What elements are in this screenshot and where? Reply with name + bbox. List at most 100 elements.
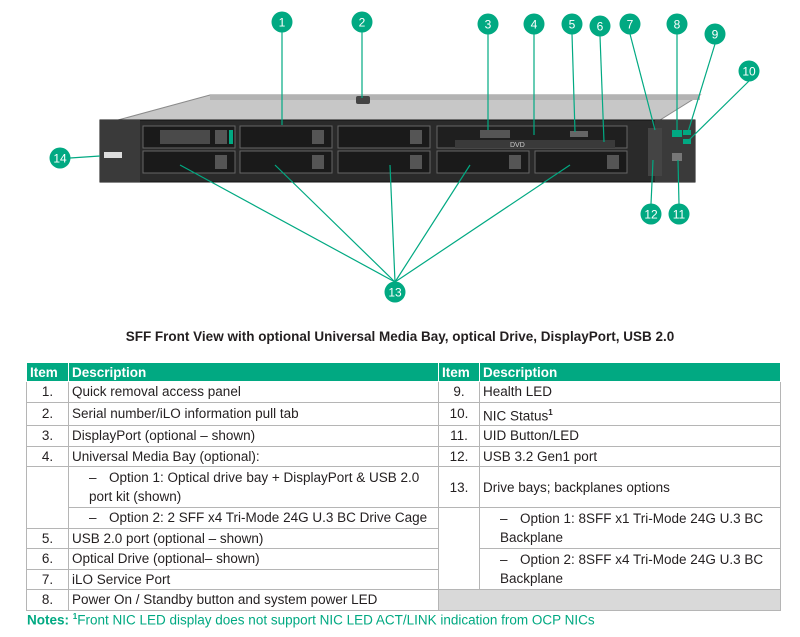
callout-6: 6 [589, 15, 611, 37]
table-row: 1.Quick removal access panel 9.Health LED [26, 381, 781, 403]
item-number [26, 466, 69, 529]
bullet-dash: – [500, 511, 508, 526]
callout-leaders [69, 32, 750, 283]
table-header-row: Item Description Item Description [26, 362, 781, 382]
callout-label: 6 [597, 20, 604, 34]
leader-line-7 [629, 33, 656, 131]
table-row: 8.Power On / Standby button and system p… [26, 589, 781, 611]
power-led [672, 130, 682, 137]
service-port-panel [648, 128, 662, 176]
chassis-lid-edge [210, 95, 700, 100]
description-cell: DisplayPort (optional – shown) [68, 425, 439, 447]
callout-label: 11 [673, 208, 686, 222]
description-cell: –Option 2: 2 SFF x4 Tri-Mode 24G U.3 BC … [68, 507, 439, 529]
description-text: DisplayPort (optional – shown) [72, 428, 256, 444]
item-number: 9. [438, 381, 480, 403]
header-description: Description [479, 362, 781, 382]
notes-superscript: 1 [72, 612, 78, 621]
description-text: Option 1: Optical drive bay + DisplayPor… [89, 470, 420, 504]
description-text: Universal Media Bay (optional): [72, 448, 260, 464]
dvd-label: DVD [510, 142, 525, 149]
callout-3: 3 [477, 13, 499, 35]
leader-line-13 [179, 164, 396, 283]
description-text: Option 1: 8SFF x1 Tri-Mode 24G U.3 BC Ba… [500, 511, 764, 545]
description-text: Quick removal access panel [72, 384, 241, 400]
description-cell: Universal Media Bay (optional): [68, 445, 439, 467]
description-text: UID Button/LED [483, 428, 580, 444]
callout-label: 9 [712, 28, 719, 42]
leader-line-14 [69, 155, 101, 159]
notes-label: Notes: [27, 612, 70, 628]
description-cell: –Option 1: 8SFF x1 Tri-Mode 24G U.3 BC B… [479, 507, 781, 549]
header-item: Item [438, 362, 480, 382]
description-cell: Quick removal access panel [68, 381, 439, 403]
pull-tab [356, 96, 370, 104]
table-row: 3.DisplayPort (optional – shown) 11.UID B… [26, 425, 781, 447]
displayport [480, 130, 510, 138]
callout-12: 12 [640, 203, 662, 225]
leader-line-13 [274, 164, 396, 283]
callout-label: 1 [279, 16, 286, 30]
leader-line-12 [650, 159, 654, 205]
description-cell: Drive bays; backplanes options [479, 466, 781, 508]
description-cell: USB 2.0 port (optional – shown) [68, 527, 439, 549]
description-text: Drive bays; backplanes options [483, 479, 670, 495]
callout-7: 7 [619, 13, 641, 35]
description-cell: UID Button/LED [479, 425, 781, 447]
description-cell: Optical Drive (optional– shown) [68, 548, 439, 570]
callout-label: 12 [644, 208, 658, 222]
callout-13: 13 [384, 281, 406, 303]
drive-release-lever [160, 130, 210, 144]
callout-label: 8 [674, 18, 681, 32]
callout-label: 5 [569, 18, 576, 32]
description-cell: –Option 1: Optical drive bay + DisplayPo… [68, 466, 439, 508]
description-text: NIC Status [483, 408, 549, 423]
callout-label: 10 [742, 65, 756, 79]
item-number: 1. [26, 381, 69, 403]
health-led [683, 130, 691, 135]
bullet-dash: – [500, 552, 508, 567]
description-cell: USB 3.2 Gen1 port [479, 445, 781, 467]
item-number: 2. [26, 401, 69, 426]
header-description: Description [68, 362, 439, 382]
figure-caption: SFF Front View with optional Universal M… [125, 329, 675, 344]
description-cell: Serial number/iLO information pull tab [68, 401, 439, 426]
description-text: Serial number/iLO information pull tab [72, 406, 299, 422]
description-text: USB 3.2 Gen1 port [483, 448, 598, 464]
leader-line-10 [687, 80, 750, 142]
leader-line-9 [687, 43, 716, 133]
callout-label: 4 [531, 18, 538, 32]
description-text: iLO Service Port [72, 571, 171, 587]
empty-cell [438, 589, 781, 611]
description-cell: –Option 2: 8SFF x4 Tri-Mode 24G U.3 BC B… [479, 548, 781, 590]
leader-line-11 [677, 159, 680, 205]
item-number: 7. [26, 568, 69, 590]
table-row: 6.Optical Drive (optional– shown)–Option… [26, 548, 781, 590]
description-text: Health LED [483, 384, 553, 400]
item-number: 10. [438, 401, 480, 426]
callout-label: 14 [53, 152, 67, 166]
callout-1: 1 [271, 11, 293, 33]
leader-line-13 [394, 164, 471, 283]
leader-line-5 [571, 33, 576, 133]
notes-text: Front NIC LED display does not support N… [77, 612, 595, 628]
description-cell: NIC Status1 [479, 401, 781, 426]
callout-10: 10 [738, 60, 760, 82]
description-cell: Power On / Standby button and system pow… [68, 589, 439, 611]
callout-label: 3 [485, 18, 492, 32]
footnote-marker: 1 [548, 407, 553, 417]
callout-8: 8 [666, 13, 688, 35]
optical-drive [455, 140, 615, 148]
drive-support-label [104, 152, 122, 158]
description-cell: iLO Service Port [68, 568, 439, 590]
leader-line-13 [394, 164, 571, 283]
item-number: 4. [26, 445, 69, 467]
leader-line-13 [389, 164, 396, 283]
item-number [438, 507, 480, 590]
table-row: – Option 1: Optical drive bay + DisplayPo… [26, 466, 781, 529]
item-number: 11. [438, 425, 480, 447]
item-number: 3. [26, 425, 69, 447]
